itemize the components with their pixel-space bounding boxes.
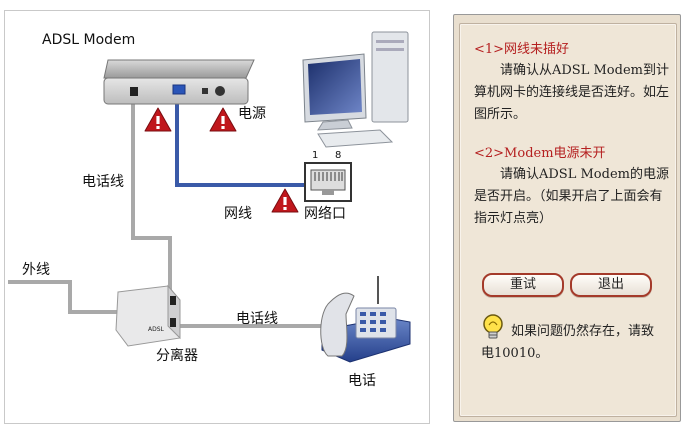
help-panel <box>453 14 681 422</box>
warning-icon <box>144 107 172 132</box>
exit-button[interactable]: 退出 <box>570 273 652 297</box>
network-cable <box>175 92 306 187</box>
computer-icon <box>302 31 409 148</box>
network-port-label: 网络口 <box>304 206 346 222</box>
port-pin-1: 1 <box>312 150 319 161</box>
power-jack-icon <box>202 88 208 94</box>
network-cable-label: 网线 <box>224 206 252 222</box>
issue-2-body: 请确认ADSL Modem的电源是否开启。（如果开启了上面会有指示灯点亮） <box>474 167 669 226</box>
issue-1-body: 请确认从ADSL Modem到计算机网卡的连接线是否连好。如左图所示。 <box>474 63 670 122</box>
phone-line-label-2: 电话线 <box>236 311 278 327</box>
port-pin-8: 8 <box>335 150 342 161</box>
retry-button[interactable]: 重试 <box>482 273 564 297</box>
warning-icon <box>209 107 237 132</box>
lan-port-icon <box>172 84 186 95</box>
issue-1-title: <1>网线未插好 <box>474 42 570 57</box>
lightbulb-icon <box>483 314 503 339</box>
phone-port-icon <box>130 87 138 96</box>
phone-cable-modem-splitter <box>131 96 172 300</box>
help-panel-inner <box>459 23 677 417</box>
modem-label: ADSL Modem <box>42 32 136 48</box>
power-label: 电源 <box>238 106 266 122</box>
outside-line-cable <box>8 280 122 314</box>
splitter-icon: ADSL <box>115 284 181 347</box>
warning-icon <box>271 188 299 213</box>
telephone-label: 电话 <box>348 373 376 389</box>
issue-2-title: <2>Modem电源未开 <box>474 146 606 161</box>
power-button-icon <box>215 86 225 96</box>
outside-line-label: 外线 <box>22 262 50 278</box>
svg-text:ADSL: ADSL <box>148 326 165 333</box>
telephone-icon <box>320 276 411 363</box>
rj45-port-icon <box>304 162 352 202</box>
phone-line-label: 电话线 <box>82 174 124 190</box>
adsl-modem <box>103 59 255 105</box>
support-tip: 如果问题仍然存在，请致电10010。 <box>481 324 655 361</box>
splitter-label: 分离器 <box>156 348 198 364</box>
